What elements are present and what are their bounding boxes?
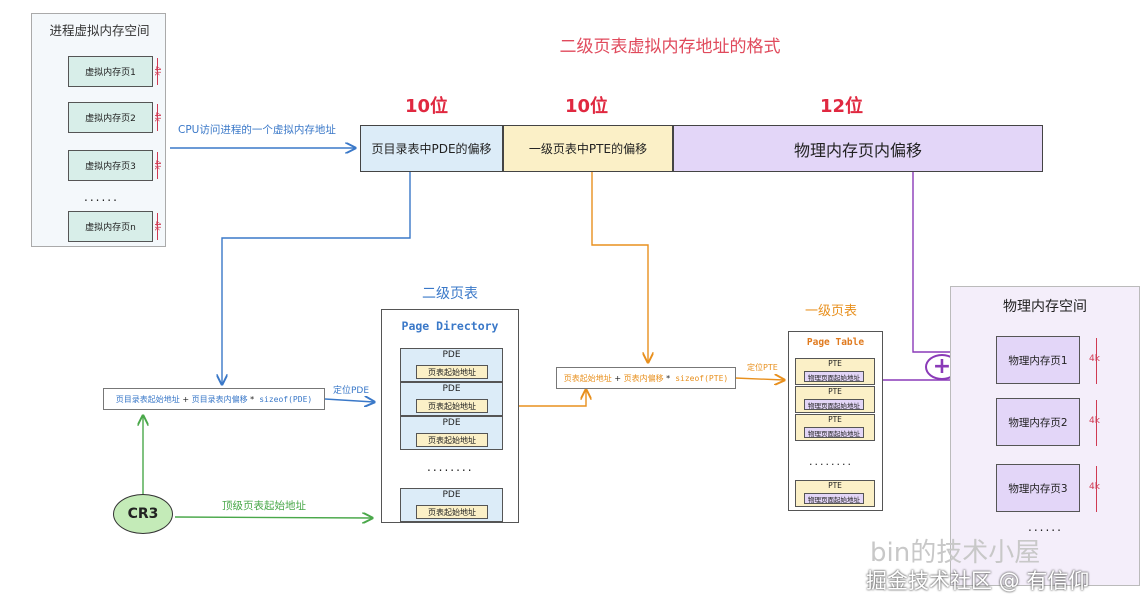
pde-entry: PDE 页表起始地址 xyxy=(400,348,503,382)
pde-label: PDE xyxy=(442,418,461,428)
pde-ellipsis: ........ xyxy=(427,460,474,474)
virtual-page-n: 虚拟内存页n xyxy=(68,211,153,242)
pte-entry: PTE 物理页面起始地址 xyxy=(795,414,875,441)
locate-pde-label: 定位PDE xyxy=(333,386,370,396)
size-marker xyxy=(1096,338,1097,384)
page-table-header: Page Table xyxy=(806,337,865,348)
pde-to-pte-formula-arrow xyxy=(488,390,586,407)
pde-formula: 页目录表起始地址 + 页目录表内偏移 * sizeof(PDE) xyxy=(103,388,325,410)
size-label: 4k xyxy=(153,112,162,122)
page-offset-segment: 物理内存页内偏移 xyxy=(673,125,1043,172)
plus-sign: + xyxy=(614,373,622,383)
pde-entry: PDE 页表起始地址 xyxy=(400,382,503,416)
pde-offset-segment: 页目录表中PDE的偏移 xyxy=(360,125,503,172)
formula-term: sizeof(PDE) xyxy=(259,394,313,404)
size-marker xyxy=(157,213,158,240)
diagram-title: 二级页表虚拟内存地址的格式 xyxy=(559,37,781,57)
locate-pte-arrow xyxy=(734,378,784,380)
cpu-access-label: CPU访问进程的一个虚拟内存地址 xyxy=(178,124,336,136)
formula-term: sizeof(PTE) xyxy=(675,373,729,383)
size-marker xyxy=(1096,400,1097,446)
formula-term: 页表内偏移 xyxy=(623,373,664,383)
pte-entry: PTE 物理页面起始地址 xyxy=(795,480,875,507)
formula-term: 页目录表内偏移 xyxy=(191,394,248,404)
pte-label: PTE xyxy=(828,387,842,396)
size-marker xyxy=(157,58,158,85)
virtual-page-2: 虚拟内存页2 xyxy=(68,102,153,133)
cr3-register: CR3 xyxy=(113,494,173,534)
cr3-arrow-label: 顶级页表起始地址 xyxy=(222,500,306,512)
pde-label: PDE xyxy=(442,350,461,360)
size-label: 4k xyxy=(153,160,162,170)
physical-pages-ellipsis: ...... xyxy=(1028,520,1063,534)
virtual-memory-title: 进程虚拟内存空间 xyxy=(49,23,150,38)
virtual-page-1: 虚拟内存页1 xyxy=(68,56,153,87)
virtual-pages-ellipsis: ...... xyxy=(84,190,119,204)
plus-sign: + xyxy=(182,394,190,404)
pte-formula: 页表起始地址 + 页表内偏移 * sizeof(PTE) xyxy=(556,367,736,389)
pte-entry: PTE 物理页面起始地址 xyxy=(795,386,875,413)
pde-table-address: 页表起始地址 xyxy=(416,505,488,519)
pte-frame-address: 物理页面起始地址 xyxy=(804,371,864,382)
pte-frame-address: 物理页面起始地址 xyxy=(804,493,864,504)
cr3-right-arrow xyxy=(174,517,372,518)
multiply-sign: * xyxy=(666,373,671,383)
locate-pde-arrow xyxy=(324,399,374,402)
size-marker xyxy=(1096,466,1097,512)
page-directory-header: Page Directory xyxy=(401,319,499,333)
pte-frame-address: 物理页面起始地址 xyxy=(804,399,864,410)
pde-offset-arrow xyxy=(222,172,411,384)
pde-bits-label: 10位 xyxy=(405,96,449,117)
pte-ellipsis: ........ xyxy=(809,455,853,468)
size-label: 4k xyxy=(153,66,162,76)
pte-offset-segment: 一级页表中PTE的偏移 xyxy=(503,125,673,172)
locate-pte-label: 定位PTE xyxy=(747,363,778,372)
virtual-memory-panel: 进程虚拟内存空间 虚拟内存页1 虚拟内存页2 虚拟内存页3 ...... 虚拟内… xyxy=(31,13,166,247)
size-marker xyxy=(157,152,158,179)
virtual-page-3: 虚拟内存页3 xyxy=(68,150,153,181)
size-label: 4k xyxy=(1089,354,1100,364)
pde-table-address: 页表起始地址 xyxy=(416,399,488,413)
page-directory-title: 二级页表 xyxy=(422,286,478,302)
size-label: 4k xyxy=(153,221,162,231)
offset-bits-label: 12位 xyxy=(820,96,864,117)
pde-label: PDE xyxy=(442,384,461,394)
multiply-sign: * xyxy=(250,394,255,404)
size-label: 4k xyxy=(1089,416,1100,426)
pde-table-address: 页表起始地址 xyxy=(416,365,488,379)
pde-entry: PDE 页表起始地址 xyxy=(400,488,503,522)
physical-page-3: 物理内存页3 xyxy=(996,464,1080,512)
pte-bits-label: 10位 xyxy=(565,96,609,117)
size-marker xyxy=(157,104,158,131)
pte-offset-arrow xyxy=(591,172,648,362)
formula-term: 页表起始地址 xyxy=(563,373,612,383)
pte-label: PTE xyxy=(828,359,842,368)
pte-label: PTE xyxy=(828,415,842,424)
pte-label: PTE xyxy=(828,481,842,490)
physical-page-2: 物理内存页2 xyxy=(996,398,1080,446)
pte-entry: PTE 物理页面起始地址 xyxy=(795,358,875,385)
pde-table-address: 页表起始地址 xyxy=(416,433,488,447)
watermark-juejin: 掘金技术社区 @ 有信仰 xyxy=(866,569,1090,593)
watermark-wechat: bin的技术小屋 xyxy=(870,538,1041,568)
pde-entry: PDE 页表起始地址 xyxy=(400,416,503,450)
formula-term: 页目录表起始地址 xyxy=(115,394,180,404)
page-table-title: 一级页表 xyxy=(804,304,857,319)
pte-frame-address: 物理页面起始地址 xyxy=(804,427,864,438)
physical-memory-title: 物理内存空间 xyxy=(1003,299,1087,315)
size-label: 4k xyxy=(1089,482,1100,492)
physical-page-1: 物理内存页1 xyxy=(996,336,1080,384)
pde-label: PDE xyxy=(442,490,461,500)
